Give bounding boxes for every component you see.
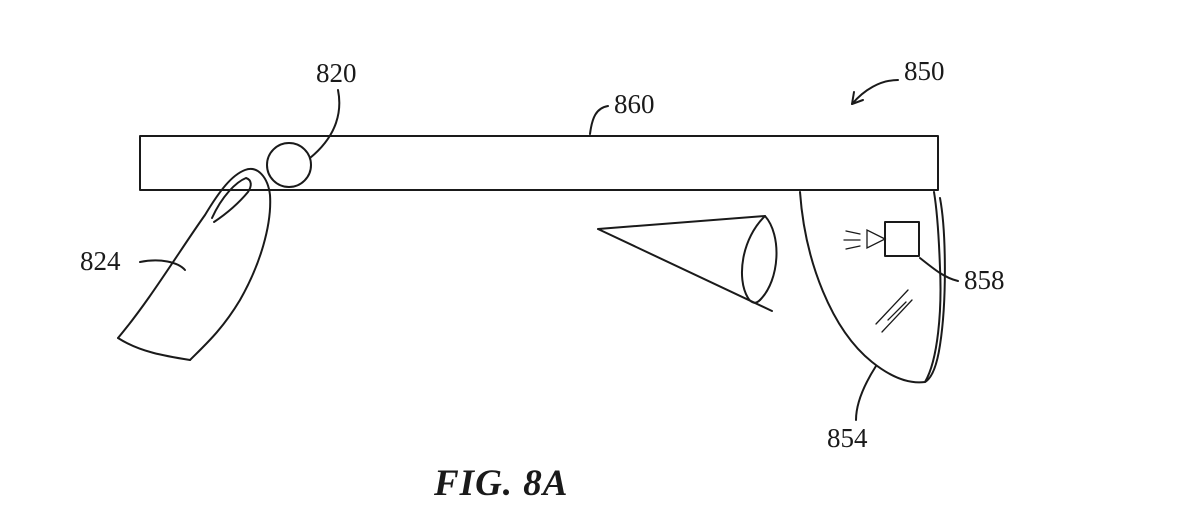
eye-lens [741, 215, 778, 301]
label-850: 850 [904, 56, 945, 86]
emitter-ray-3 [845, 245, 861, 250]
lens-854 [799, 191, 942, 384]
leader-860 [589, 105, 609, 135]
eye-lens-back [747, 297, 761, 304]
reflection-mark-2 [881, 299, 913, 333]
view-cone [597, 215, 773, 312]
lens-854-rim [924, 197, 946, 383]
arrow-850-head [851, 91, 864, 105]
label-854: 854 [827, 423, 868, 453]
label-860: 860 [614, 89, 655, 119]
finger-base-line [117, 337, 191, 361]
reflection-mark-1 [875, 289, 909, 325]
button-820 [266, 142, 312, 188]
leader-824 [139, 259, 186, 271]
arrow-850 [851, 79, 899, 105]
projector-emitter-icon [866, 228, 887, 250]
reflection-mark-3 [887, 301, 907, 321]
frame-bar-860 [139, 135, 939, 191]
emitter-ray-1 [845, 230, 861, 235]
figure-caption: FIG. 8A [433, 463, 568, 504]
projector-858 [884, 221, 920, 257]
leader-820 [309, 89, 341, 159]
fingernail [211, 177, 252, 223]
finger-824 [117, 167, 272, 361]
leader-858 [919, 257, 959, 282]
label-858: 858 [964, 265, 1005, 295]
label-824: 824 [80, 246, 121, 276]
label-820: 820 [316, 58, 357, 88]
leader-854 [855, 365, 877, 421]
